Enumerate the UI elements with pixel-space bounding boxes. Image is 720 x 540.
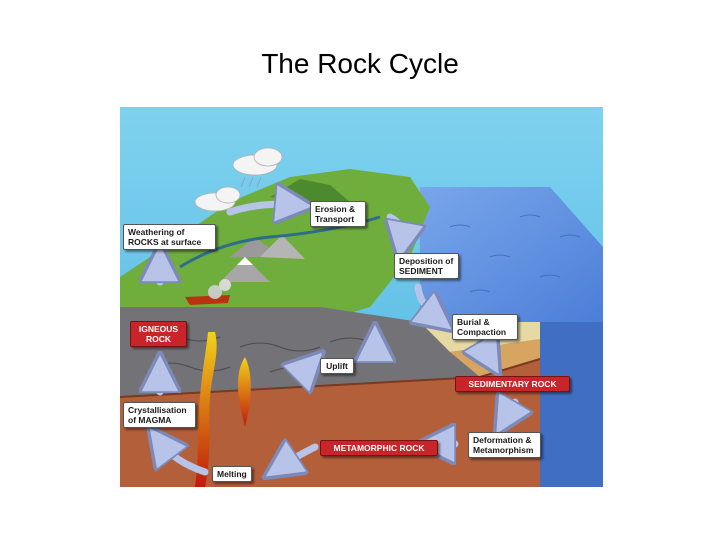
label-uplift: Uplift: [320, 358, 354, 374]
arrow-to-erosion: [226, 204, 295, 212]
label-deformation: Deformation & Metamorphism: [468, 432, 541, 458]
label-burial-line1: Burial &: [457, 317, 490, 327]
label-weathering-line1: Weathering of: [128, 227, 185, 237]
label-erosion: Erosion & Transport: [310, 201, 366, 227]
label-metamorphic-line1: METAMORPHIC ROCK: [333, 443, 425, 453]
label-sedimentary-line1: SEDIMENTARY ROCK: [468, 379, 557, 389]
mountain-2: [260, 235, 305, 259]
arrow-to-deposition: [390, 213, 403, 242]
label-erosion-line2: Transport: [315, 214, 355, 224]
label-crystallisation-line2: of MAGMA: [128, 415, 172, 425]
cloud-1: [232, 147, 283, 176]
rain: [240, 176, 262, 188]
label-burial-line2: Compaction: [457, 327, 507, 337]
sea-waves: [449, 214, 581, 293]
label-deposition: Deposition of SEDIMENT: [394, 253, 459, 279]
arrow-to-melting: [280, 447, 319, 467]
arrow-uplift-right: [300, 365, 310, 375]
arrow-to-crystallisation: [160, 442, 209, 476]
arrow-to-sedimentary: [480, 342, 490, 359]
label-melting: Melting: [212, 466, 252, 482]
label-melting-line1: Melting: [217, 469, 247, 479]
label-erosion-line1: Erosion &: [315, 204, 356, 214]
label-igneous-rock: IGNEOUS ROCK: [130, 321, 187, 347]
cloud-2: [194, 186, 241, 212]
label-igneous-line2: ROCK: [145, 334, 172, 344]
arrow-to-burial: [418, 283, 438, 319]
sea-side: [540, 322, 603, 487]
sea-surface: [420, 187, 603, 322]
label-burial: Burial & Compaction: [452, 314, 518, 340]
cycle-arrows: [160, 204, 515, 472]
label-weathering: Weathering of ROCKS at surface: [123, 224, 216, 250]
label-deposition-line2: SEDIMENT: [399, 266, 443, 276]
label-crystallisation-line1: Crystallisation: [128, 405, 187, 415]
snow-cap: [237, 257, 253, 265]
rock-cycle-diagram: Weathering of ROCKS at surface Erosion &…: [120, 107, 603, 487]
volcanic-smoke: [208, 285, 222, 299]
magma-chamber: [237, 357, 251, 427]
magma-conduit: [195, 332, 217, 487]
label-deposition-line1: Deposition of: [399, 256, 454, 266]
label-igneous-line1: IGNEOUS: [138, 324, 179, 334]
slide-title: The Rock Cycle: [261, 48, 459, 79]
rock-cycle-illustration: [120, 107, 603, 487]
mountain-3: [220, 257, 270, 282]
label-uplift-line1: Uplift: [326, 361, 348, 371]
label-metamorphic-rock: METAMORPHIC ROCK: [320, 440, 438, 456]
label-weathering-line2: ROCKS at surface: [128, 237, 202, 247]
label-crystallisation: Crystallisation of MAGMA: [123, 402, 196, 428]
label-sedimentary-rock: SEDIMENTARY ROCK: [455, 376, 570, 392]
label-deformation-line2: Metamorphism: [473, 445, 534, 455]
label-deformation-line1: Deformation &: [473, 435, 532, 445]
arrow-to-deformation: [505, 402, 515, 419]
